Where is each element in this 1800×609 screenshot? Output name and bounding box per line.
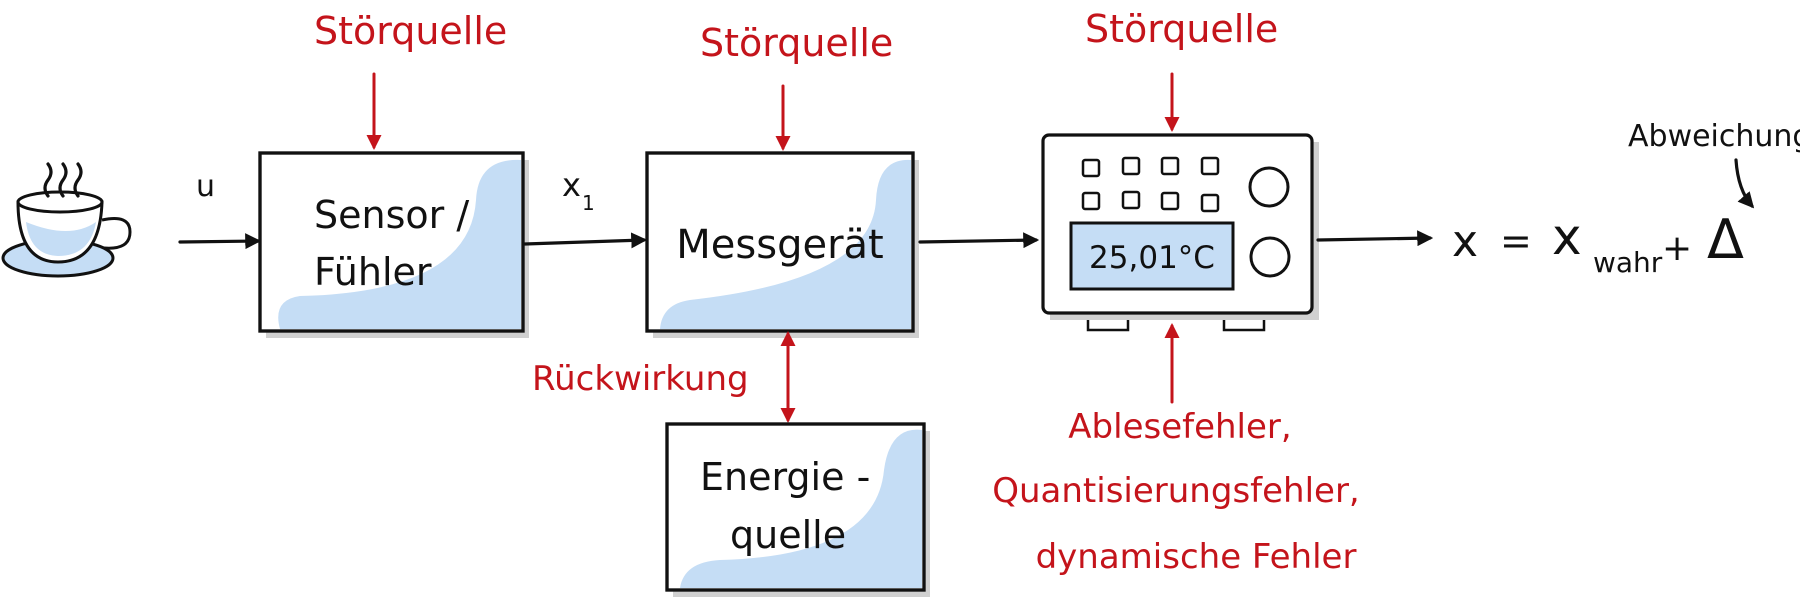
energy-source-block: Energie - quelle (665, 422, 930, 597)
instrument-error-line1: Ablesefehler, (1068, 407, 1291, 447)
equation-true-value-subscript: wahr (1593, 246, 1663, 279)
disturbance-label-instrument: Störquelle (1085, 7, 1278, 51)
disturbance-label-device: Störquelle (700, 21, 893, 65)
signal-arrow-x1 (523, 232, 648, 249)
result-equation: x = x wahr + Δ (1452, 208, 1744, 279)
disturbance-source-device: Störquelle (700, 21, 893, 151)
sensor-label-line1: Sensor / (314, 193, 469, 237)
intermediate-label: x (562, 166, 581, 204)
sensor-block: Sensor / Fühler (258, 151, 529, 338)
equation-true-value-symbol: x (1552, 208, 1582, 266)
deviation-label: Abweichung (1628, 119, 1800, 154)
equation-result-symbol: x (1452, 216, 1478, 267)
measuring-device-label: Messgerät (676, 222, 883, 268)
signal-arrow-device (918, 232, 1040, 249)
display-reading: 25,01°C (1089, 240, 1215, 276)
equation-equals: = (1500, 219, 1532, 263)
instrument-knob-top (1248, 166, 1290, 208)
output-arrow (1316, 230, 1434, 247)
instrument-error-line3: dynamische Fehler (1036, 537, 1357, 577)
intermediate-subscript: 1 (582, 191, 595, 215)
equation-delta-symbol: Δ (1707, 208, 1744, 271)
disturbance-source-sensor: Störquelle (314, 9, 507, 150)
sensor-label-line2: Fühler (314, 250, 432, 294)
digital-display-instrument: 25,01°C (1041, 133, 1319, 332)
equation-plus: + (1662, 228, 1692, 269)
instrument-knob-bottom (1249, 236, 1291, 278)
instrument-button-grid (1081, 156, 1220, 213)
disturbance-label-sensor: Störquelle (314, 9, 507, 53)
input-label: u (196, 169, 215, 204)
disturbance-source-instrument: Störquelle (1085, 7, 1278, 132)
energy-source-label-line2: quelle (730, 513, 846, 557)
deviation-pointer-arrow (1734, 158, 1755, 209)
feedback-label: Rückwirkung (532, 359, 749, 399)
energy-source-label-line1: Energie - (700, 455, 870, 499)
coffee-cup-icon (1, 162, 132, 278)
instrument-error-line2: Quantisierungsfehler, (992, 471, 1360, 511)
input-arrow (178, 233, 262, 250)
measuring-device-block: Messgerät (645, 151, 919, 338)
